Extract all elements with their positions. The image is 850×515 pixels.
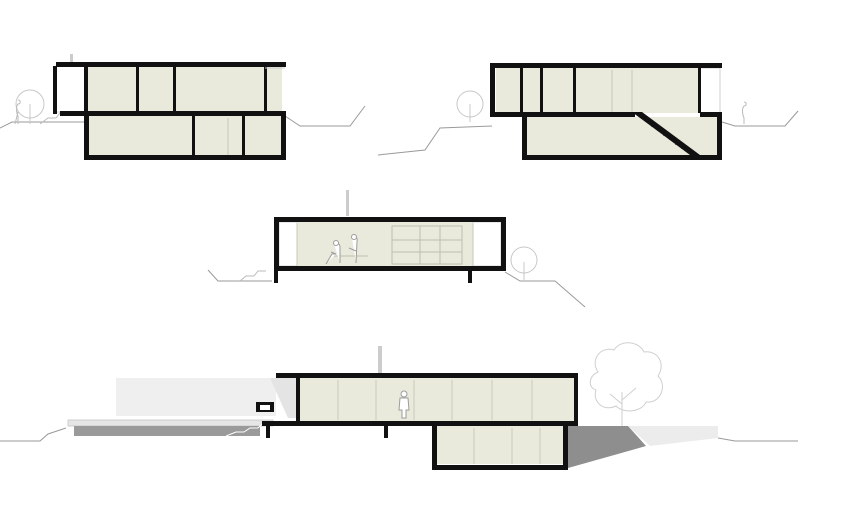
section-b-lower-right-wall (717, 112, 722, 159)
section-c-right-wall (501, 217, 506, 271)
section-b-upper-right-wall (698, 68, 701, 113)
section-d-roof-slab (276, 373, 578, 378)
section-a-lower-left-wall (84, 116, 89, 160)
section-b-ground-line-right (721, 110, 799, 127)
section-c-interior (297, 222, 473, 266)
section-a-ground-line (0, 121, 85, 129)
section-c-furniture (330, 225, 463, 265)
section-d-lower-right-wall (563, 421, 568, 470)
section-b-roof-slab (490, 63, 722, 68)
section-d-terrace-plane (67, 419, 274, 427)
section-d-tree (589, 342, 663, 426)
section-a-ground-line-right (284, 105, 366, 127)
section-d-left-wall (296, 373, 300, 421)
section-b-mid-slab-left (490, 112, 635, 117)
section-b-stair (632, 112, 700, 155)
section-c-ground-line-left (207, 269, 272, 282)
section-d-floor-slab (262, 421, 578, 426)
section-b-right-void (699, 67, 721, 114)
section-a-lower-interior (88, 116, 282, 156)
section-d-person-figure (398, 390, 410, 419)
section-d-stair-lines (225, 423, 263, 437)
section-d-outdoor-bench-inner (260, 405, 270, 410)
section-d-upper-interior (300, 378, 576, 421)
section-a-tree (15, 89, 45, 124)
section-a-upper-interior (86, 66, 282, 112)
section-a-lower-right-wall (281, 116, 286, 160)
section-d-slope-shadow (568, 426, 646, 468)
section-a-chimney (70, 54, 73, 62)
section-b-left-wall (490, 63, 495, 117)
section-d-chimney (378, 346, 382, 373)
section-d-background-roof (270, 378, 300, 418)
section-b-ground-line-left (377, 125, 493, 156)
section-b-base-slab (522, 155, 722, 160)
section-b-upper-interior (496, 68, 706, 113)
section-b-person-figure (742, 101, 747, 124)
section-d-lower-interior (436, 426, 564, 464)
section-d-background-wall (116, 378, 276, 416)
section-b-stair-treads (640, 116, 688, 149)
section-c-roof-slab (274, 217, 506, 222)
section-d-base-slab (432, 465, 568, 470)
section-a-left-void (55, 65, 87, 113)
section-b-tree (456, 90, 484, 122)
section-d-slope-light (628, 426, 718, 446)
section-c-tree (510, 246, 538, 280)
section-d-lower-mullions (473, 428, 541, 464)
section-c-exterior-steps (239, 270, 266, 282)
section-d (0, 342, 798, 470)
section-a-partition-2 (173, 66, 176, 112)
section-b-partition-1 (520, 68, 523, 113)
section-c-left-terrace-void (278, 221, 298, 267)
section-a-left-wall (84, 62, 88, 116)
section-a-mid-slab (60, 111, 286, 116)
section-a-lower-partition-2 (242, 116, 245, 156)
section-d-column-2 (384, 426, 388, 438)
section-b (377, 63, 799, 160)
section-a-partition-1 (136, 66, 139, 112)
section-c-column-left (274, 271, 278, 283)
section-b-mid-slab-right (700, 112, 722, 117)
section-c-ground-line-right (504, 271, 586, 308)
section-c-right-terrace-void (472, 221, 502, 267)
section-b-partition-2 (540, 68, 543, 113)
section-c-column-right (468, 271, 472, 283)
section-c-people-figures (325, 234, 358, 265)
section-a-base-slab (84, 155, 286, 160)
section-a (0, 54, 366, 160)
section-d-glazing-mullions (337, 380, 533, 420)
section-c-left-wall (274, 217, 279, 271)
section-c-floor-slab (274, 266, 506, 271)
section-a-lower-partition-1 (192, 116, 195, 156)
section-d-column-1 (266, 426, 270, 438)
section-b-partition-3 (573, 68, 576, 113)
section-b-lower-left-wall (522, 112, 527, 159)
section-d-right-wall (574, 373, 578, 421)
section-a-parapet-left (53, 66, 57, 114)
section-d-ground-line-right (717, 437, 798, 442)
section-d-terrace-shadow (74, 426, 260, 436)
section-d-ground-line-left (0, 427, 67, 442)
section-d-lower-left-wall (432, 421, 437, 470)
section-a-person-figure (14, 99, 21, 125)
section-a-upper-right-wall (264, 66, 267, 112)
section-c-chimney (346, 190, 349, 216)
section-a-roof-slab (56, 62, 286, 67)
section-c (207, 190, 586, 308)
